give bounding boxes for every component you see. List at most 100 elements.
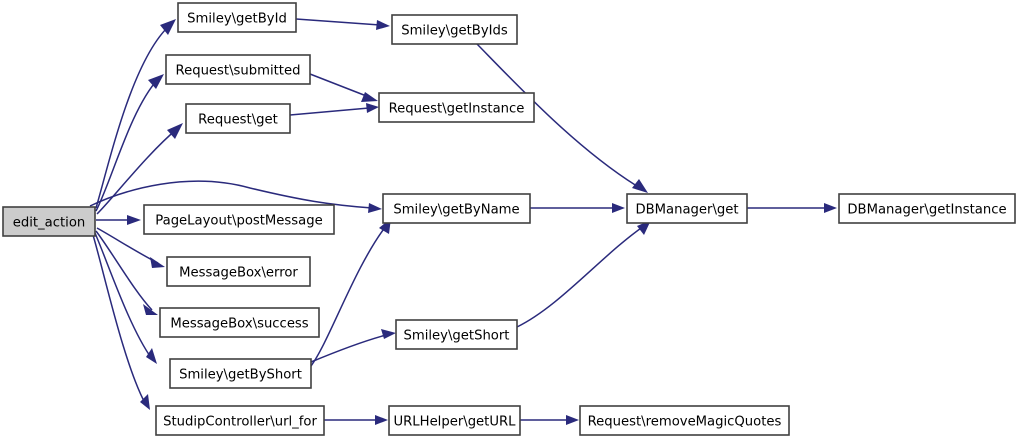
node-label: Request\submitted bbox=[176, 64, 301, 79]
edge-getbyids-to-dbget bbox=[476, 43, 648, 193]
graph-node-getbyname[interactable]: Smiley\getByName bbox=[382, 193, 531, 224]
edge-line bbox=[94, 232, 153, 360]
edge-line bbox=[95, 78, 159, 212]
edge-line bbox=[289, 107, 370, 116]
edge-urlfor-to-urlhelper bbox=[324, 415, 388, 425]
node-label: StudipController\url_for bbox=[163, 415, 317, 430]
node-box[interactable] bbox=[382, 193, 531, 224]
node-box[interactable] bbox=[143, 204, 335, 235]
edge-edit-action-to-requestget bbox=[96, 123, 183, 215]
node-label: Request\get bbox=[198, 113, 278, 128]
edge-line bbox=[95, 24, 171, 209]
node-box[interactable] bbox=[626, 193, 748, 224]
node-label: Request\getInstance bbox=[389, 102, 525, 117]
node-label: Smiley\getByShort bbox=[179, 368, 302, 383]
arrowhead-icon bbox=[127, 215, 141, 225]
node-label: Smiley\getById bbox=[187, 12, 287, 27]
arrowhead-icon bbox=[150, 257, 165, 268]
graph-node-dbget[interactable]: DBManager\get bbox=[626, 193, 748, 224]
edge-line bbox=[310, 334, 387, 363]
edge-submitted-to-getinstancereq bbox=[309, 73, 378, 102]
edge-line bbox=[516, 225, 645, 328]
node-label: DBManager\get bbox=[635, 203, 738, 218]
node-box[interactable] bbox=[395, 319, 518, 350]
node-label: Smiley\getShort bbox=[404, 329, 510, 344]
node-box[interactable] bbox=[159, 307, 320, 338]
graph-node-submitted[interactable]: Request\submitted bbox=[165, 54, 311, 85]
edge-line bbox=[295, 18, 381, 26]
edge-line bbox=[96, 127, 179, 215]
node-box[interactable] bbox=[166, 256, 311, 287]
edge-edit-action-to-urlfor bbox=[92, 234, 150, 410]
graph-node-removemagicquotes[interactable]: Request\removeMagicQuotes bbox=[579, 405, 790, 436]
node-box[interactable] bbox=[378, 92, 535, 123]
node-label: edit_action bbox=[13, 216, 86, 231]
edge-layer bbox=[89, 18, 837, 425]
arrowhead-icon bbox=[566, 415, 579, 425]
node-label: URLHelper\getURL bbox=[393, 415, 516, 430]
graph-node-dbgetinstance[interactable]: DBManager\getInstance bbox=[838, 193, 1016, 224]
graph-node-urlhelper[interactable]: URLHelper\getURL bbox=[388, 405, 521, 436]
graph-node-getbyids[interactable]: Smiley\getByIds bbox=[391, 14, 518, 45]
node-box[interactable] bbox=[169, 358, 312, 389]
graph-node-msgerror[interactable]: MessageBox\error bbox=[166, 256, 311, 287]
edge-getbyid-to-getbyids bbox=[295, 18, 390, 30]
edge-edit-action-to-getbyid bbox=[95, 19, 176, 209]
arrowhead-icon bbox=[143, 304, 158, 315]
node-box[interactable] bbox=[185, 103, 291, 134]
arrowhead-icon bbox=[366, 103, 379, 113]
edge-edit-action-to-msgsuccess bbox=[95, 230, 158, 315]
edge-line bbox=[95, 230, 153, 311]
edge-line bbox=[476, 43, 641, 189]
arrowhead-icon bbox=[368, 203, 382, 213]
graph-node-getbyshort[interactable]: Smiley\getByShort bbox=[169, 358, 312, 389]
arrowhead-icon bbox=[824, 203, 837, 213]
edge-getbyshort-to-getbyname bbox=[310, 218, 391, 367]
graph-node-edit-action[interactable]: edit_action bbox=[2, 206, 96, 237]
edge-edit-action-to-postmessage bbox=[96, 215, 141, 225]
arrowhead-icon bbox=[612, 203, 625, 213]
edge-line bbox=[89, 180, 373, 209]
graph-node-postmessage[interactable]: PageLayout\postMessage bbox=[143, 204, 335, 235]
edge-dbget-to-dbgetinstance bbox=[747, 203, 837, 213]
node-box[interactable] bbox=[155, 405, 325, 436]
node-box[interactable] bbox=[391, 14, 518, 45]
node-label: MessageBox\success bbox=[170, 317, 308, 332]
node-box[interactable] bbox=[165, 54, 311, 85]
edge-edit-action-to-msgerror bbox=[96, 227, 165, 268]
graph-node-requestget[interactable]: Request\get bbox=[185, 103, 291, 134]
arrowhead-icon bbox=[167, 123, 183, 139]
node-box[interactable] bbox=[177, 2, 297, 33]
node-box[interactable] bbox=[388, 405, 521, 436]
graph-node-urlfor[interactable]: StudipController\url_for bbox=[155, 405, 325, 436]
arrowhead-icon bbox=[140, 394, 150, 410]
graph-node-getbyid[interactable]: Smiley\getById bbox=[177, 2, 297, 33]
graph-node-msgsuccess[interactable]: MessageBox\success bbox=[159, 307, 320, 338]
graph-node-getshort[interactable]: Smiley\getShort bbox=[395, 319, 518, 350]
node-box[interactable] bbox=[838, 193, 1016, 224]
node-label: Smiley\getByIds bbox=[401, 24, 508, 39]
node-label: DBManager\getInstance bbox=[847, 203, 1006, 218]
edge-requestget-to-getinstancereq bbox=[289, 103, 379, 116]
node-label: Request\removeMagicQuotes bbox=[588, 415, 782, 430]
node-layer: edit_action Smiley\getByIdRequest\submitt… bbox=[2, 2, 1016, 436]
edge-line bbox=[309, 73, 370, 98]
edge-line bbox=[92, 234, 147, 406]
edge-edit-action-to-getbyshort bbox=[94, 232, 157, 364]
arrowhead-icon bbox=[160, 19, 176, 35]
edge-getbyname-to-dbget bbox=[530, 203, 625, 213]
arrowhead-icon bbox=[632, 179, 648, 193]
node-box[interactable] bbox=[579, 405, 790, 436]
edge-edit-action-to-submitted bbox=[95, 74, 164, 212]
node-box[interactable] bbox=[2, 206, 96, 237]
graph-node-getinstancereq[interactable]: Request\getInstance bbox=[378, 92, 535, 123]
arrowhead-icon bbox=[381, 329, 396, 339]
edge-line bbox=[310, 225, 387, 367]
arrowhead-icon bbox=[376, 20, 390, 30]
node-label: PageLayout\postMessage bbox=[155, 214, 322, 229]
edge-urlhelper-to-removemagicquotes bbox=[520, 415, 579, 425]
arrowhead-icon bbox=[148, 74, 164, 89]
arrowhead-icon bbox=[375, 415, 388, 425]
